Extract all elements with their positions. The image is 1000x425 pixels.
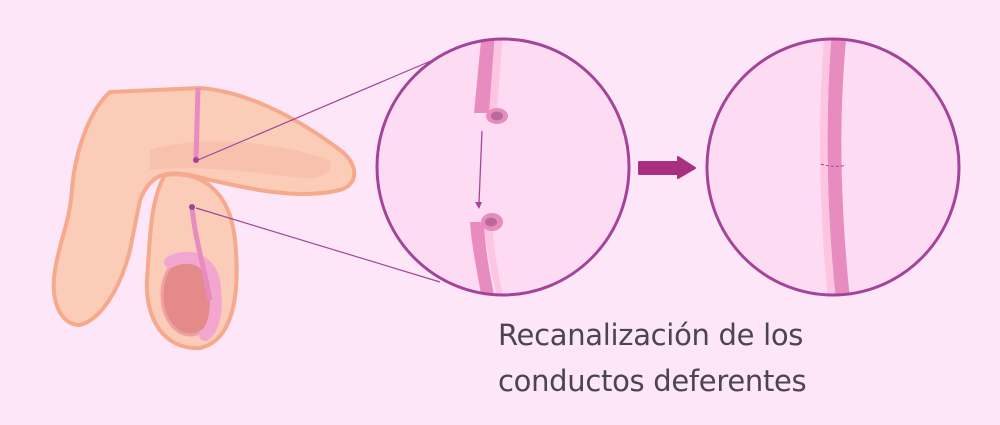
zoom-line-upper — [197, 59, 434, 161]
zoom-circle-rejoined-vas — [705, 37, 961, 297]
down-arrow-icon — [475, 202, 482, 209]
vas-end-upper — [474, 39, 496, 113]
right-arrow-icon — [638, 156, 696, 179]
caption-line-1: Recanalización de los — [498, 318, 804, 352]
vas-end-lower — [470, 222, 495, 295]
epididymis — [164, 251, 222, 341]
zoom-circle-cut-vas — [375, 37, 631, 297]
zoom-line-lower — [195, 207, 441, 283]
suture-line — [820, 163, 847, 167]
caption-line-2: conductos deferentes — [498, 364, 807, 398]
vas-deferens-upper — [193, 87, 201, 161]
male-anatomy-illustration — [51, 59, 441, 351]
vas-deferens-lower — [189, 206, 213, 301]
vas-rejoined — [827, 39, 850, 295]
caption: Recanalización de los conductos deferent… — [498, 312, 807, 404]
